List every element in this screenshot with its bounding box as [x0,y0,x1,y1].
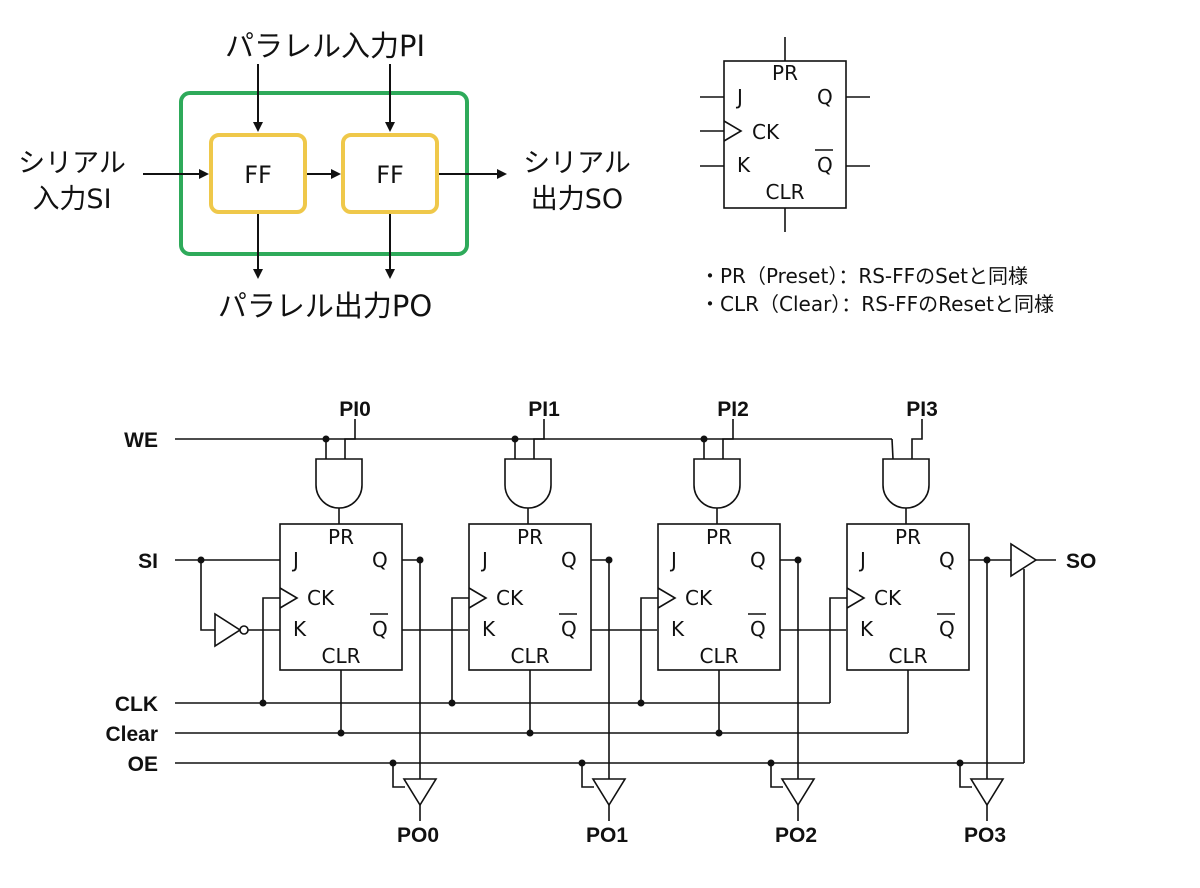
serial-output-label-1: シリアル [523,148,631,179]
ff3-k: K [860,617,874,641]
ff0-q: Q [372,548,388,572]
ff2-qbar: Q [750,617,766,641]
jk-symbol-qbar: Q [817,153,833,177]
and-gate-3 [882,458,930,509]
we-label: WE [124,429,158,452]
pi2-label: PI2 [717,398,749,421]
ff-stage-1 [448,419,657,821]
ff2-ck: CK [685,586,713,610]
pi0-label: PI0 [339,398,371,421]
circuit-input-labels: WE SI CLK Clear OE SO [105,429,1096,776]
ff-2-body [657,523,781,671]
pi1-label: PI1 [528,398,560,421]
ff0-pr: PR [328,525,354,549]
jk-symbol-ck: CK [752,120,780,144]
ff-stage-labels: PI0 PO0 PR J Q CK K Q CLR PI1 PO1 PR J Q… [291,398,1006,847]
tristate-buffer-2 [780,778,816,807]
and-gate-0 [315,458,363,509]
po0-label: PO0 [397,824,439,847]
note-preset: ・PR（Preset）：RS-FFのSetと同様 [700,264,1028,288]
jk-symbol-q: Q [817,85,833,109]
ff0-clr: CLR [321,644,360,668]
ff-block-1-label: FF [244,161,272,189]
ff-block-2-label: FF [376,161,404,189]
tristate-buffer-1 [591,778,627,807]
ff1-j: J [480,548,488,572]
tristate-buffer-0 [402,778,438,807]
oe-label: OE [128,753,158,776]
ff1-k: K [482,617,496,641]
pi-0-path [315,419,363,524]
ff1-pr: PR [517,525,543,549]
serial-input-label-2: 入力SI [32,184,111,215]
ff1-ck: CK [496,586,524,610]
ff0-k: K [293,617,307,641]
jk-ff-symbol: PR J Q CK K Q CLR [700,37,870,232]
and-gate-1 [504,458,552,509]
clear-label: Clear [105,723,158,746]
jk-symbol-pr: PR [772,61,798,85]
ff-1-body [468,523,592,671]
inverter-gate [214,612,242,648]
and-gate-2 [693,458,741,509]
pi3-label: PI3 [906,398,938,421]
ff1-q: Q [561,548,577,572]
si-input-path [175,556,280,648]
block-diagram: FF FF パラレル入力PI パラレル出力PO シリアル 入力SI シリアル 出… [18,29,631,323]
po3-label: PO3 [964,824,1006,847]
jk-symbol-k: K [737,153,751,177]
so-buffer [1010,542,1038,578]
ff3-pr: PR [895,525,921,549]
jk-symbol-clr: CLR [765,180,804,204]
so-label: SO [1066,550,1096,573]
block-arrows [143,64,507,279]
clk-label: CLK [115,693,158,716]
po1-label: PO1 [586,824,628,847]
so-output [968,542,1056,763]
ff-block-2 [341,133,439,214]
jk-symbol-j: J [735,85,743,109]
ff0-j: J [291,548,299,572]
ff-3-body [846,523,970,671]
serial-output-label-2: 出力SO [531,184,623,215]
tristate-buffer-3 [969,778,1005,807]
ff2-k: K [671,617,685,641]
ff1-qbar: Q [561,617,577,641]
ff3-j: J [858,548,866,572]
ff3-ck: CK [874,586,902,610]
parallel-output-label: パラレル出力PO [218,289,432,323]
serial-input-label-1: シリアル [18,148,126,179]
ff0-ck: CK [307,586,335,610]
ff3-q: Q [939,548,955,572]
ff1-clr: CLR [510,644,549,668]
po2-label: PO2 [775,824,817,847]
si-label: SI [138,550,158,573]
ff2-q: Q [750,548,766,572]
ff3-clr: CLR [888,644,927,668]
ff-block-1 [209,133,307,214]
parallel-input-label: パラレル入力PI [225,29,425,63]
ff-stage-2 [637,419,846,821]
ff-stage-0 [259,419,468,821]
ff0-qbar: Q [372,617,388,641]
ff-stage-3 [829,419,1005,821]
ff2-clr: CLR [699,644,738,668]
ff3-qbar: Q [939,617,955,641]
ff-0-body [279,523,403,671]
ff2-pr: PR [706,525,732,549]
ff2-j: J [669,548,677,572]
note-clear: ・CLR（Clear）：RS-FFのResetと同様 [700,292,1054,316]
